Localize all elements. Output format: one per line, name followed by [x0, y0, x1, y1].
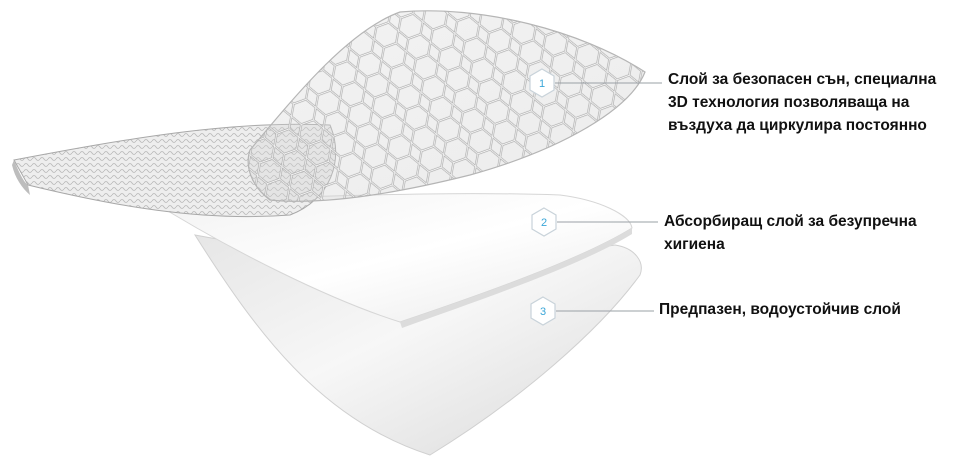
callout-1-line-1: Слой за безопасен сън, специална: [668, 71, 937, 88]
hexagon-badge-icon: [531, 207, 557, 237]
mesh-layer-hex-cells: [247, 10, 646, 202]
callout-1-line-2: 3D технология позволяваща на: [668, 94, 910, 111]
hexagon-badge-icon: [530, 296, 556, 326]
badge-3-number: 3: [540, 306, 546, 318]
callout-3-label: Предпазен, водоустойчив слой: [659, 298, 901, 321]
callout-2-line-2: хигиена: [664, 236, 725, 253]
absorbent-layer-edge: [400, 228, 632, 328]
callout-1-line-3: въздуха да циркулира постоянно: [668, 117, 927, 134]
mesh-layer-edge: [12, 160, 30, 195]
badge-2-number: 2: [541, 217, 547, 229]
badge-1: 1: [529, 68, 555, 98]
badge-1-number: 1: [539, 78, 545, 90]
hexagon-badge-icon: [529, 68, 555, 98]
callout-3-line-1: Предпазен, водоустойчив слой: [659, 301, 901, 318]
badge-2: 2: [531, 207, 557, 237]
callout-2-label: Абсорбиращ слой за безупречна хигиена: [664, 210, 917, 256]
callout-2-line-1: Абсорбиращ слой за безупречна: [664, 213, 917, 230]
callout-1-label: Слой за безопасен сън, специална 3D техн…: [668, 68, 936, 137]
badge-3: 3: [530, 296, 556, 326]
